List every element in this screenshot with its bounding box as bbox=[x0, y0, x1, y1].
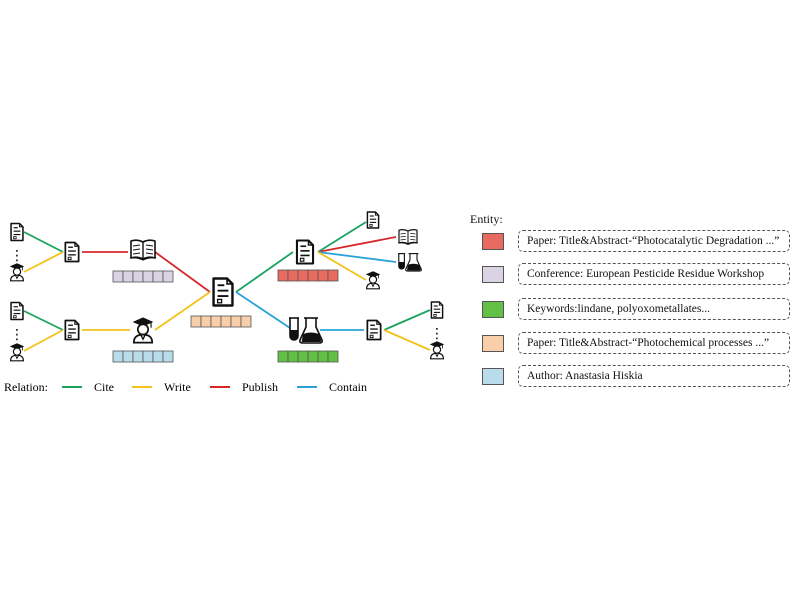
embedding-vectors bbox=[112, 269, 339, 363]
edge-contain bbox=[317, 251, 397, 263]
document-icon bbox=[366, 211, 380, 229]
graduate-icon bbox=[365, 270, 381, 290]
flask-icon bbox=[288, 317, 324, 344]
entity-swatch bbox=[482, 266, 504, 283]
document-icon bbox=[212, 277, 234, 307]
embedding-cell bbox=[112, 270, 124, 283]
embedding-cell bbox=[132, 350, 144, 363]
author-embedding bbox=[112, 350, 174, 363]
embedding-cell bbox=[327, 269, 339, 282]
entity-legend: Entity: Paper: Title&Abstract-“Photocata… bbox=[468, 212, 798, 392]
embedding-cell bbox=[277, 269, 289, 282]
embedding-cell bbox=[327, 350, 339, 363]
embedding-cell bbox=[297, 350, 309, 363]
edge-write bbox=[23, 329, 64, 352]
ellipsis-marker: ⋮ bbox=[10, 327, 24, 343]
entity-legend-title: Entity: bbox=[470, 212, 503, 226]
legend-label-publish: Publish bbox=[242, 380, 278, 394]
embedding-cell bbox=[230, 315, 242, 328]
conference-embedding bbox=[112, 270, 174, 283]
edge-write bbox=[154, 291, 211, 331]
entity-legend-row: Paper: Title&Abstract-“Photocatalytic De… bbox=[468, 230, 798, 252]
entity-swatch bbox=[482, 233, 504, 250]
entity-swatch bbox=[482, 335, 504, 352]
edge-cite bbox=[23, 231, 64, 253]
embedding-cell bbox=[152, 350, 164, 363]
cited-paper-embedding bbox=[277, 269, 339, 282]
document-icon bbox=[366, 319, 382, 341]
edge-publish bbox=[317, 236, 397, 253]
edge-cite bbox=[235, 251, 294, 293]
document-icon bbox=[64, 241, 80, 263]
graduate-icon bbox=[429, 340, 445, 360]
ellipsis-marker: ⋮ bbox=[430, 326, 444, 342]
ellipsis-marker: ⋮ bbox=[10, 248, 24, 264]
entity-legend-row: Author: Anastasia Hiskia bbox=[468, 365, 798, 387]
document-icon bbox=[295, 239, 315, 265]
embedding-cell bbox=[142, 350, 154, 363]
embedding-cell bbox=[162, 350, 174, 363]
keywords-embedding bbox=[277, 350, 339, 363]
embedding-cell bbox=[287, 269, 299, 282]
entity-legend-row: Keywords:lindane, polyoxometallates... bbox=[468, 298, 798, 320]
edge-write bbox=[23, 251, 64, 273]
entity-legend-row: Paper: Title&Abstract-“Photochemical pro… bbox=[468, 332, 798, 354]
edges bbox=[23, 221, 431, 352]
embedding-cell bbox=[307, 350, 319, 363]
target-paper-embedding bbox=[190, 315, 252, 328]
embedding-cell bbox=[122, 350, 134, 363]
edge-contain bbox=[235, 291, 294, 331]
embedding-cell bbox=[142, 270, 154, 283]
graduate-icon bbox=[9, 262, 25, 282]
embedding-cell bbox=[317, 269, 329, 282]
graduate-icon bbox=[131, 316, 155, 344]
embedding-cell bbox=[287, 350, 299, 363]
nodes: ⋮ ⋮ ⋮ bbox=[9, 211, 445, 362]
edge-cite bbox=[317, 221, 367, 253]
embedding-cell bbox=[162, 270, 174, 283]
book-icon bbox=[129, 239, 157, 261]
relation-legend-title: Relation: bbox=[4, 380, 48, 394]
edge-cite bbox=[383, 309, 431, 331]
embedding-cell bbox=[112, 350, 124, 363]
entity-label: Keywords:lindane, polyoxometallates... bbox=[518, 298, 790, 320]
edge-write bbox=[317, 251, 367, 281]
document-icon bbox=[430, 301, 444, 319]
embedding-cell bbox=[277, 350, 289, 363]
legend-label-write: Write bbox=[164, 380, 191, 394]
edge-publish bbox=[154, 251, 211, 293]
edge-cite bbox=[23, 310, 64, 331]
embedding-cell bbox=[200, 315, 212, 328]
embedding-cell bbox=[122, 270, 134, 283]
book-icon bbox=[397, 229, 419, 246]
legend-label-contain: Contain bbox=[329, 380, 367, 394]
embedding-cell bbox=[307, 269, 319, 282]
edge-write bbox=[383, 329, 431, 351]
entity-legend-row: Conference: European Pesticide Residue W… bbox=[468, 263, 798, 285]
flask-icon bbox=[397, 253, 422, 272]
graduate-icon bbox=[9, 342, 25, 362]
entity-label: Author: Anastasia Hiskia bbox=[518, 365, 790, 387]
entity-swatch bbox=[482, 368, 504, 385]
embedding-cell bbox=[190, 315, 202, 328]
entity-label: Conference: European Pesticide Residue W… bbox=[518, 263, 790, 285]
entity-swatch bbox=[482, 301, 504, 318]
relation-legend: Relation: Cite Write Publish Contain bbox=[4, 380, 367, 394]
embedding-cell bbox=[317, 350, 329, 363]
embedding-cell bbox=[220, 315, 232, 328]
embedding-cell bbox=[152, 270, 164, 283]
embedding-cell bbox=[210, 315, 222, 328]
legend-label-cite: Cite bbox=[94, 380, 114, 394]
document-icon bbox=[10, 222, 24, 242]
embedding-cell bbox=[240, 315, 252, 328]
embedding-cell bbox=[297, 269, 309, 282]
entity-label: Paper: Title&Abstract-“Photochemical pro… bbox=[518, 332, 790, 354]
entity-label: Paper: Title&Abstract-“Photocatalytic De… bbox=[518, 230, 790, 252]
document-icon bbox=[10, 301, 24, 321]
document-icon bbox=[64, 319, 80, 341]
embedding-cell bbox=[132, 270, 144, 283]
